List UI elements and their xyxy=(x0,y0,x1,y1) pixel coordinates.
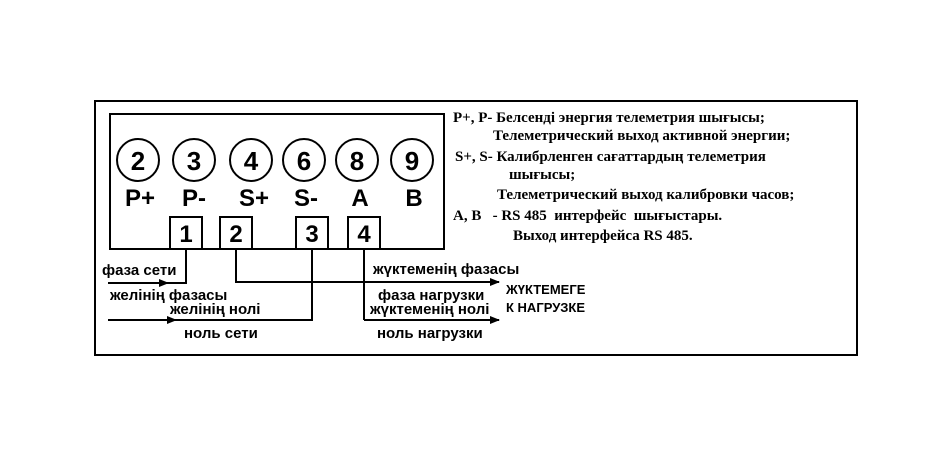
terminal-6-number: 6 xyxy=(297,146,311,176)
connector-box-3-number: 3 xyxy=(305,221,318,248)
legend-line-1: P+, P- Белсенді энергия телеметрия шығыс… xyxy=(453,110,765,126)
terminal-2-circle xyxy=(116,138,160,182)
terminal-4-number: 4 xyxy=(244,146,259,176)
line-phase-wire xyxy=(108,249,187,284)
line-phase-label-ru: фаза сети xyxy=(102,262,176,279)
legend-line-4: шығысы; xyxy=(509,167,575,183)
connector-box-1: 1 xyxy=(169,216,203,250)
terminal-6-label: S- xyxy=(294,185,318,212)
legend-line-2: Телеметрический выход активной энергии; xyxy=(493,128,790,144)
connector-box-4-frame xyxy=(347,216,381,250)
terminal-9-label: B xyxy=(405,185,422,212)
terminal-2-number: 2 xyxy=(131,146,145,176)
terminal-6-circle xyxy=(282,138,326,182)
load-phase-label-ru: фаза нагрузки xyxy=(378,287,484,304)
terminal-2-label: P+ xyxy=(125,185,155,212)
terminal-6: 6 S- xyxy=(282,138,326,212)
terminal-8-circle xyxy=(335,138,379,182)
terminal-2: 2 P+ xyxy=(116,138,160,212)
line-phase-label-kz: желінің фазасы xyxy=(109,287,227,304)
load-note-kz: ЖҮКТЕМЕГЕ xyxy=(505,282,586,297)
legend-line-7: Выход интерфейса RS 485. xyxy=(513,228,693,244)
load-phase-wire xyxy=(235,249,372,283)
terminal-4-circle xyxy=(229,138,273,182)
terminal-9-number: 9 xyxy=(405,146,419,176)
connector-box-2: 2 xyxy=(219,216,253,250)
terminal-9-circle xyxy=(390,138,434,182)
load-note-ru: К НАГРУЗКЕ xyxy=(506,300,585,315)
legend-line-6: A, B - RS 485 интерфейс шығыстары. xyxy=(453,208,722,224)
connector-box-2-frame xyxy=(219,216,253,250)
load-phase-label-kz: жүктеменің фазасы xyxy=(372,261,519,278)
terminal-9: 9 B xyxy=(390,138,434,212)
legend-line-3: S+, S- Калибрленген сағаттардың телеметр… xyxy=(455,149,766,165)
connector-box-3: 3 xyxy=(295,216,329,250)
terminal-3-number: 3 xyxy=(187,146,201,176)
line-neutral-label-ru: ноль сети xyxy=(184,325,258,342)
terminal-8-label: A xyxy=(351,185,368,212)
terminal-3: 3 P- xyxy=(172,138,216,212)
connector-box-4: 4 xyxy=(347,216,381,250)
terminal-8: 8 A xyxy=(335,138,379,212)
connector-box-1-number: 1 xyxy=(179,221,192,248)
load-neutral-label-ru: ноль нагрузки xyxy=(377,325,483,342)
terminal-4-label: S+ xyxy=(239,185,269,212)
terminal-8-number: 8 xyxy=(350,146,364,176)
load-neutral-label-kz: жүктеменің нолі xyxy=(369,301,489,318)
line-neutral-label-kz: желінің нолі xyxy=(169,301,260,318)
outer-frame xyxy=(94,100,858,356)
legend-line-5: Телеметрический выход калибровки часов; xyxy=(497,187,794,203)
terminal-4: 4 S+ xyxy=(229,138,273,212)
terminal-3-circle xyxy=(172,138,216,182)
connector-box-3-frame xyxy=(295,216,329,250)
terminal-3-label: P- xyxy=(182,185,206,212)
connector-box-4-number: 4 xyxy=(357,221,371,248)
connector-box-2-number: 2 xyxy=(229,221,242,248)
terminal-block xyxy=(109,113,445,250)
